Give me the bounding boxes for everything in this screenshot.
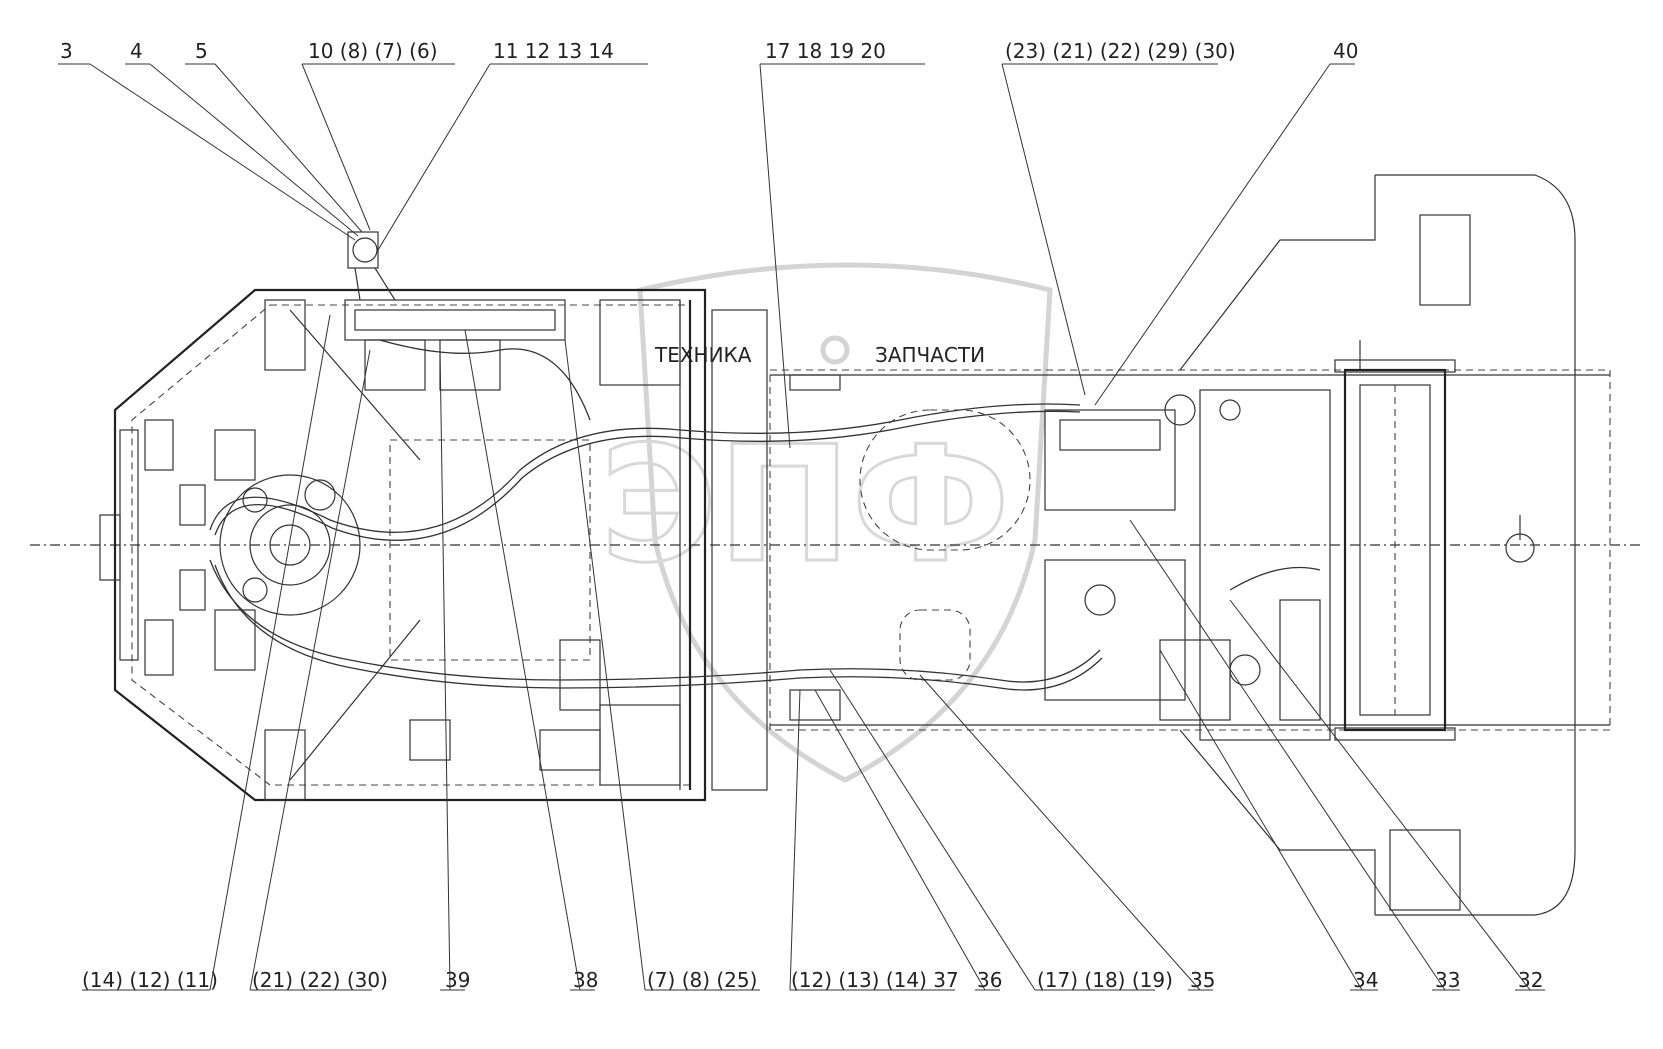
- callout-3: 3: [60, 39, 73, 63]
- watermark-logo: ЭПФ: [600, 411, 1010, 598]
- pedal-bracket: [347, 231, 396, 301]
- callout-40: 40: [1333, 39, 1358, 63]
- callout-12-13-14-37: (12) (13) (14) 37: [791, 968, 959, 992]
- callout-33: 33: [1435, 968, 1460, 992]
- callout-14-12-11: (14) (12) (11): [82, 968, 218, 992]
- watermark-right-text: ЗАПЧАСТИ: [875, 343, 985, 367]
- counterweight: [1179, 174, 1576, 916]
- callouts-top: 3 4 5 10 (8) (7) (6) 11 12 13 14 17 18 1…: [60, 39, 1358, 63]
- cab-outline: [99, 288, 768, 802]
- callout-7-8-25: (7) (8) (25): [647, 968, 757, 992]
- radiator: [1334, 340, 1456, 741]
- callout-5: 5: [195, 39, 208, 63]
- callout-23-21-22-29-30: (23) (21) (22) (29) (30): [1005, 39, 1236, 63]
- callout-32: 32: [1518, 968, 1543, 992]
- callout-10-8-7-6: 10 (8) (7) (6): [308, 39, 438, 63]
- callout-21-22-30: (21) (22) (30): [252, 968, 388, 992]
- hydraulic-hoses: [209, 339, 1321, 691]
- gear-icon: [820, 335, 850, 365]
- callout-4: 4: [130, 39, 143, 63]
- callout-35: 35: [1190, 968, 1215, 992]
- leader-lines-bottom: [82, 314, 1545, 991]
- callout-38: 38: [573, 968, 598, 992]
- callouts-bottom: (14) (12) (11) (21) (22) (30) 39 38 (7) …: [82, 968, 1543, 992]
- leader-lines-top: [58, 63, 1355, 449]
- chassis-frame: [769, 369, 1611, 731]
- callout-17-18-19-20: 17 18 19 20: [765, 39, 886, 63]
- callout-39: 39: [445, 968, 470, 992]
- callout-36: 36: [977, 968, 1002, 992]
- callout-11-12-13-14: 11 12 13 14: [493, 39, 614, 63]
- callout-17-18-19: (17) (18) (19): [1037, 968, 1173, 992]
- watermark-left-text: ТЕХНИКА: [654, 343, 752, 367]
- engine-pump-assembly: [1044, 389, 1331, 741]
- callout-34: 34: [1353, 968, 1378, 992]
- watermark: ТЕХНИКА ЗАПЧАСТИ ЭПФ: [599, 262, 1053, 783]
